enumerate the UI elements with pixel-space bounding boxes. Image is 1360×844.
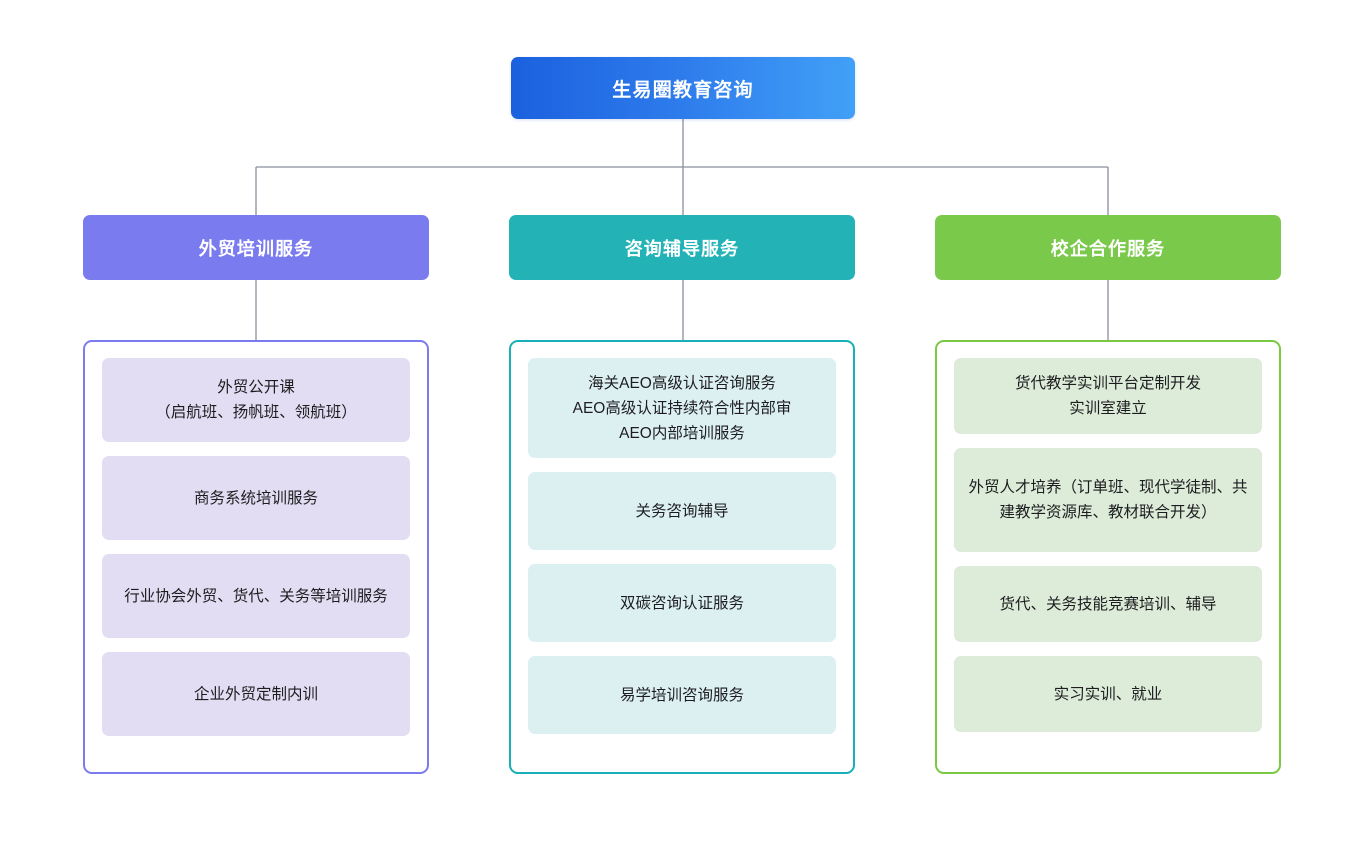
item-label: 商务系统培训服务	[193, 489, 318, 507]
list-item[interactable]: 商务系统培训服务	[102, 456, 410, 540]
list-item[interactable]: 海关AEO高级认证咨询服务 AEO高级认证持续符合性内部审 AEO内部培训服务	[528, 358, 836, 458]
category-header-1[interactable]: 咨询辅导服务	[509, 215, 855, 280]
root-node-label: 生易圈教育咨询	[612, 79, 754, 101]
root-node[interactable]: 生易圈教育咨询	[511, 57, 855, 119]
list-item[interactable]: 企业外贸定制内训	[102, 652, 410, 736]
items-container-1: 海关AEO高级认证咨询服务 AEO高级认证持续符合性内部审 AEO内部培训服务 …	[509, 340, 855, 774]
item-label: 海关AEO高级认证咨询服务 AEO高级认证持续符合性内部审 AEO内部培训服务	[572, 374, 792, 442]
item-label: 实习实训、就业	[1053, 685, 1163, 703]
list-item[interactable]: 货代、关务技能竞赛培训、辅导	[954, 566, 1262, 642]
list-item[interactable]: 易学培训咨询服务	[528, 656, 836, 734]
category-header-2[interactable]: 校企合作服务	[935, 215, 1281, 280]
item-label: 易学培训咨询服务	[619, 686, 744, 704]
items-container-2: 货代教学实训平台定制开发 实训室建立 外贸人才培养（订单班、现代学徒制、共建教学…	[935, 340, 1281, 774]
category-header-0-label: 外贸培训服务	[198, 238, 314, 259]
list-item[interactable]: 实习实训、就业	[954, 656, 1262, 732]
item-label: 货代、关务技能竞赛培训、辅导	[999, 595, 1217, 613]
list-item[interactable]: 外贸公开课 （启航班、扬帆班、领航班）	[102, 358, 410, 442]
item-label: 行业协会外贸、货代、关务等培训服务	[124, 587, 388, 605]
item-label: 外贸人才培养（订单班、现代学徒制、共建教学资源库、教材联合开发）	[968, 479, 1248, 521]
branch-column-zixun-fudao: 咨询辅导服务 海关AEO高级认证咨询服务 AEO高级认证持续符合性内部审 AEO…	[509, 215, 855, 774]
list-item[interactable]: 双碳咨询认证服务	[528, 564, 836, 642]
list-item[interactable]: 货代教学实训平台定制开发 实训室建立	[954, 358, 1262, 434]
item-label: 双碳咨询认证服务	[619, 594, 744, 612]
item-label: 货代教学实训平台定制开发 实训室建立	[1014, 375, 1201, 417]
item-label: 关务咨询辅导	[635, 502, 729, 520]
item-label: 外贸公开课 （启航班、扬帆班、领航班）	[155, 379, 357, 421]
category-header-0[interactable]: 外贸培训服务	[83, 215, 429, 280]
item-label: 企业外贸定制内训	[193, 685, 318, 703]
list-item[interactable]: 外贸人才培养（订单班、现代学徒制、共建教学资源库、教材联合开发）	[954, 448, 1262, 552]
items-container-0: 外贸公开课 （启航班、扬帆班、领航班） 商务系统培训服务 行业协会外贸、货代、关…	[83, 340, 429, 774]
list-item[interactable]: 行业协会外贸、货代、关务等培训服务	[102, 554, 410, 638]
category-header-2-label: 校企合作服务	[1050, 238, 1166, 259]
category-header-1-label: 咨询辅导服务	[624, 238, 740, 259]
list-item[interactable]: 关务咨询辅导	[528, 472, 836, 550]
branch-column-waimao-peixun: 外贸培训服务 外贸公开课 （启航班、扬帆班、领航班） 商务系统培训服务 行业协会…	[83, 215, 429, 774]
branch-column-xiaoqi-hezuo: 校企合作服务 货代教学实训平台定制开发 实训室建立 外贸人才培养（订单班、现代学…	[935, 215, 1281, 774]
